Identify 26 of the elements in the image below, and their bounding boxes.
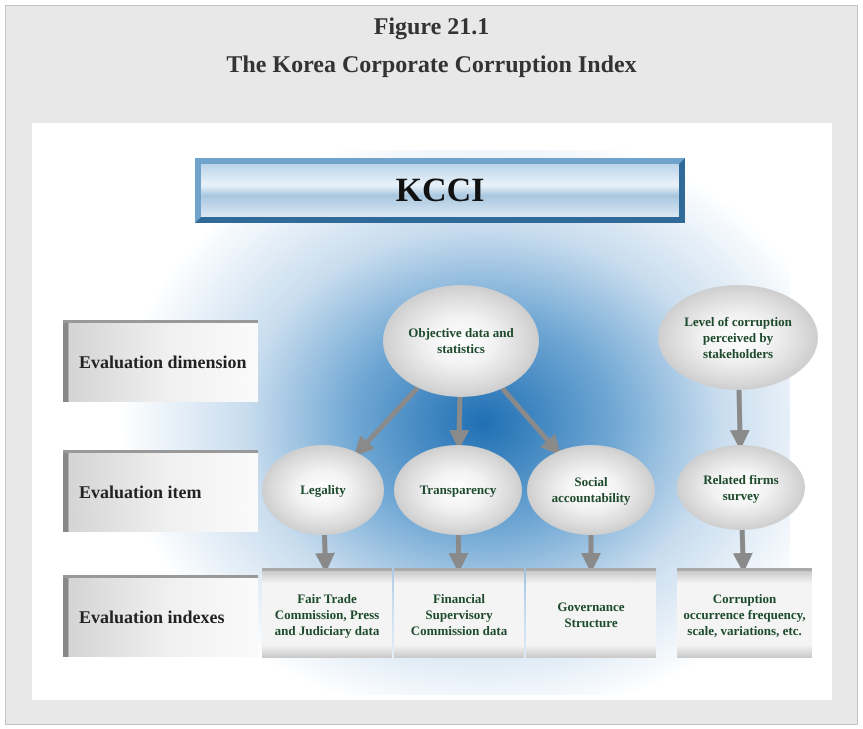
arrow: [354, 386, 420, 457]
row-label-tab: [63, 575, 258, 657]
node-text: Social accountability: [550, 474, 632, 506]
index-box: [262, 568, 392, 658]
arrow: [500, 386, 561, 456]
index-box: [394, 568, 524, 658]
node-text: Transparency: [420, 482, 496, 498]
node-text: Corruption occurrence frequency, scale, variations, etc.: [683, 590, 806, 638]
figure-number: Figure 21.1: [372, 14, 490, 41]
node-text: Evaluation indexes: [79, 607, 225, 628]
node-text: KCCI: [396, 172, 484, 210]
figure-title: The Korea Corporate Corruption Index: [225, 52, 638, 79]
title-banner: [195, 158, 685, 223]
node-text: Level of corruption perceived by stakeholders: [683, 314, 793, 362]
node-text: Evaluation item: [79, 482, 202, 503]
node-text: Evaluation dimension: [79, 352, 247, 373]
row-label-tab: [63, 450, 258, 532]
node-text: Related firms survey: [702, 472, 780, 504]
node-text: Governance Structure: [556, 598, 626, 630]
node-text: Financial Supervisory Commission data: [410, 590, 508, 638]
row-label-tab: [63, 320, 258, 402]
node-text: Objective data and statistics: [407, 325, 515, 357]
index-box: [526, 568, 656, 658]
index-box: [677, 568, 812, 658]
node-text: Fair Trade Commission, Press and Judiciary data: [274, 590, 380, 638]
node-text: Legality: [300, 482, 346, 498]
